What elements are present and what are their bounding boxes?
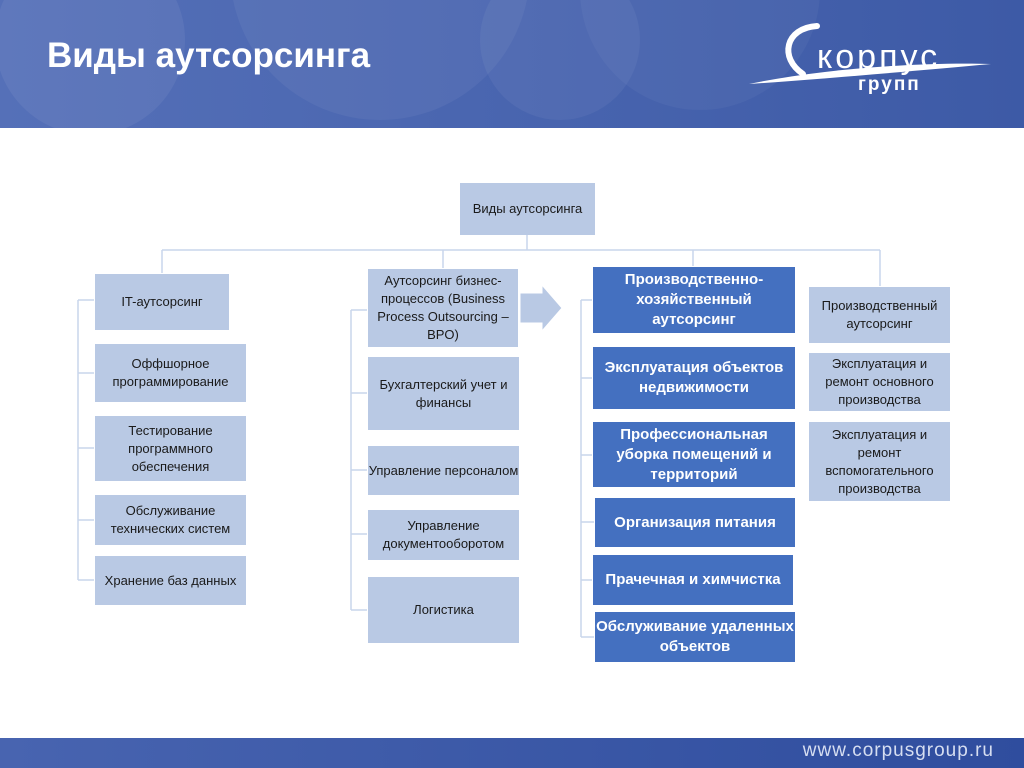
it-item: Хранение баз данных (94, 555, 247, 606)
facility-item: Обслуживание удаленных объектов (594, 611, 796, 663)
header-decoration (0, 0, 820, 128)
production-item: Эксплуатация и ремонт вспомогательного п… (808, 421, 951, 502)
production-item: Эксплуатация и ремонт основного производ… (808, 352, 951, 412)
facility-item: Эксплуатация объектов недвижимости (592, 346, 796, 410)
it-item: Обслуживание технических систем (94, 494, 247, 546)
facility-item: Профессиональная уборка помещений и терр… (592, 421, 796, 488)
bpo-node: Аутсорсинг бизнес-процессов (Business Pr… (367, 268, 519, 348)
bpo-item: Бухгалтерский учет и финансы (367, 356, 520, 431)
logo-sub: групп (858, 74, 921, 95)
it-outsourcing-node: IT-аутсорсинг (94, 273, 230, 331)
facility-node: Производственно-хозяйственный аутсорсинг (592, 266, 796, 334)
footer: www.corpusgroup.ru (0, 738, 1024, 768)
it-item: Оффшорное программирование (94, 343, 247, 403)
bpo-item: Управление документооборотом (367, 509, 520, 561)
logo-swoosh (749, 23, 991, 84)
right-arrow-icon (520, 285, 563, 331)
root-node: Виды аутсорсинга (460, 183, 595, 235)
logo-word: корпус (817, 38, 941, 76)
facility-item: Организация питания (594, 497, 796, 548)
bpo-item: Логистика (367, 576, 520, 644)
facility-item: Прачечная и химчистка (592, 554, 794, 606)
it-item: Тестирование программного обеспечения (94, 415, 247, 482)
page-title: Виды аутсорсинга (47, 36, 371, 75)
bpo-item: Управление персоналом (367, 445, 520, 496)
website-url: www.corpusgroup.ru (802, 740, 994, 761)
header: Виды аутсорсинга корпус групп (0, 0, 1024, 128)
production-node: Производственный аутсорсинг (808, 286, 951, 344)
